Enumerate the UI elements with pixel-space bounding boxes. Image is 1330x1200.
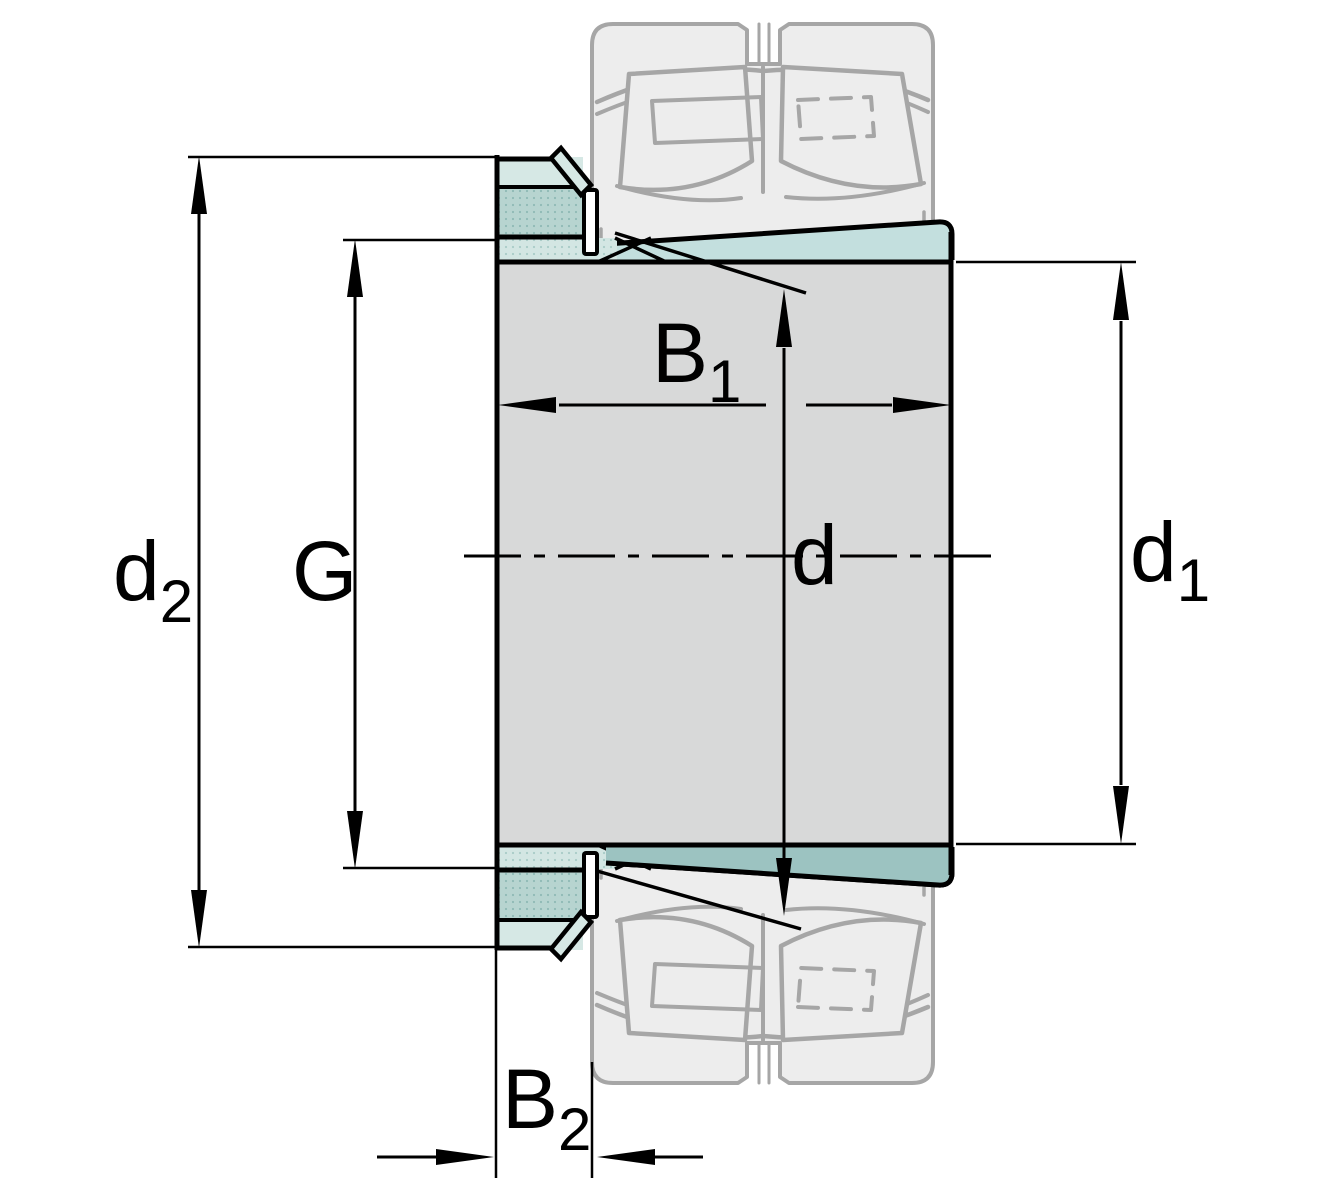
ghost-bearing [590,22,935,249]
g-arrow-down [347,811,363,869]
d-arrow-up [776,289,792,347]
sleeve-body [497,262,952,845]
lock-nut-body [497,186,583,236]
label-g: G [292,524,357,618]
b1-arrow-right [893,397,951,413]
label-d1: d1 [1130,505,1210,614]
bearing-cage-lower-arcs [615,181,926,203]
bearing-right-roller [778,64,924,190]
dimension-d2 [188,155,496,949]
dimension-d [776,289,792,916]
dimension-d1 [956,260,1136,846]
bearing-ring-split-lines [757,22,771,66]
upper-half-geometry [497,22,955,263]
dimension-g [343,238,496,870]
label-d: d [791,508,838,602]
lock-washer-bent-tab [547,144,595,199]
d2-arrow-up [191,156,207,214]
sleeve-body-horizontal-edges [497,259,952,848]
slit-leader-top [614,231,807,295]
g-arrow-up [347,239,363,297]
d1-arrow-up [1113,262,1129,320]
d1-extension-lines [956,260,1136,846]
d2-arrow-down [191,890,207,948]
dimension-b1 [498,397,951,413]
b2-extension-lines [494,950,594,1178]
label-b1: B1 [652,306,741,415]
d1-arrow-down [1113,786,1129,844]
b1-arrow-left [498,397,556,413]
bearing-left-roller [617,64,755,193]
bearing-right-roller-pocket-dashed [796,95,876,141]
g-extension-lines [343,238,496,870]
b2-arrow-left [597,1149,655,1165]
label-b2: B2 [502,1052,591,1163]
lock-washer-radial-strip [582,188,599,256]
label-d2: d2 [113,524,193,635]
dimension-b2 [377,950,703,1178]
b2-arrow-right [436,1149,494,1165]
d-arrow-down [776,858,792,916]
sleeve-taper-fill [606,221,952,262]
slit-leader-bottom [596,869,802,931]
d2-extension-lines [188,155,496,949]
